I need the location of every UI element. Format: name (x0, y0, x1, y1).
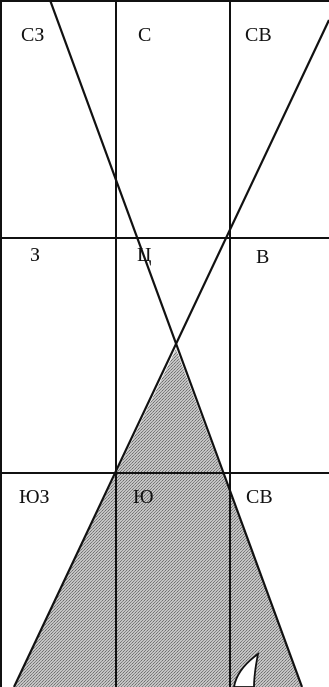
label-south: Ю (133, 487, 154, 507)
label-north: С (138, 25, 151, 45)
label-center: Ц (137, 245, 151, 265)
label-northwest: СЗ (21, 25, 44, 45)
label-southeast: СВ (246, 487, 273, 507)
label-west: З (30, 245, 40, 265)
label-southwest: ЮЗ (19, 487, 50, 507)
shaded-triangle (14, 349, 302, 687)
label-east: В (256, 247, 269, 267)
label-northeast: СВ (245, 25, 272, 45)
